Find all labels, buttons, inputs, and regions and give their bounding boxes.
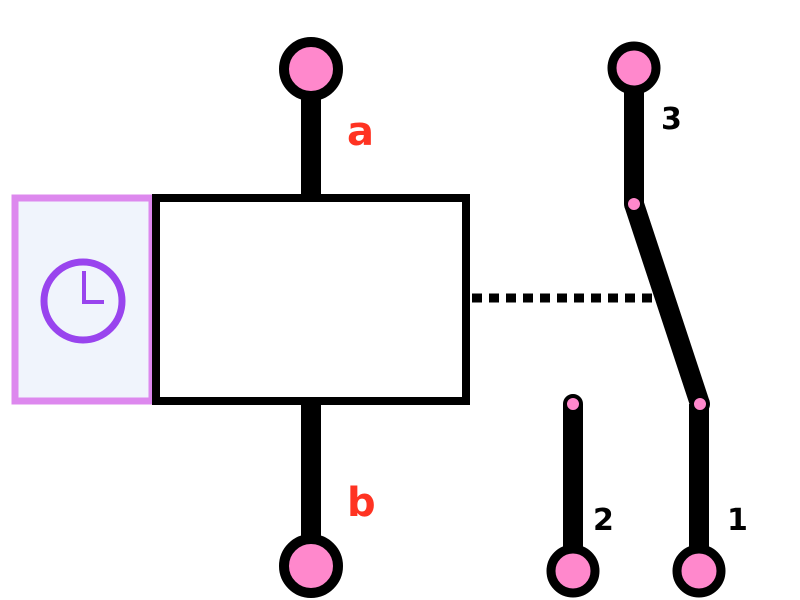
relay-coil: a b [152,37,470,598]
pin-1-terminal [672,544,726,598]
pin-3-terminal [607,41,661,95]
pin-3-label: 3 [661,102,682,137]
pivot-joint-bottom [690,394,710,414]
pin-2-terminal [546,544,600,598]
timer-module [11,194,156,405]
terminal-b-label: b [347,480,376,526]
terminal-a-label: a [347,109,374,155]
timer-box [11,194,156,405]
terminal-a [279,37,343,101]
clock-icon [40,258,126,344]
pin-1-label: 1 [727,503,748,538]
changeover-switch: 3 2 1 [546,41,748,598]
terminal-b [279,534,343,598]
switch-blade [624,200,710,408]
pivot-joint-top [624,194,644,214]
coil-box [152,194,470,405]
contact-2-top [563,394,583,414]
pin-2-label: 2 [593,503,614,538]
